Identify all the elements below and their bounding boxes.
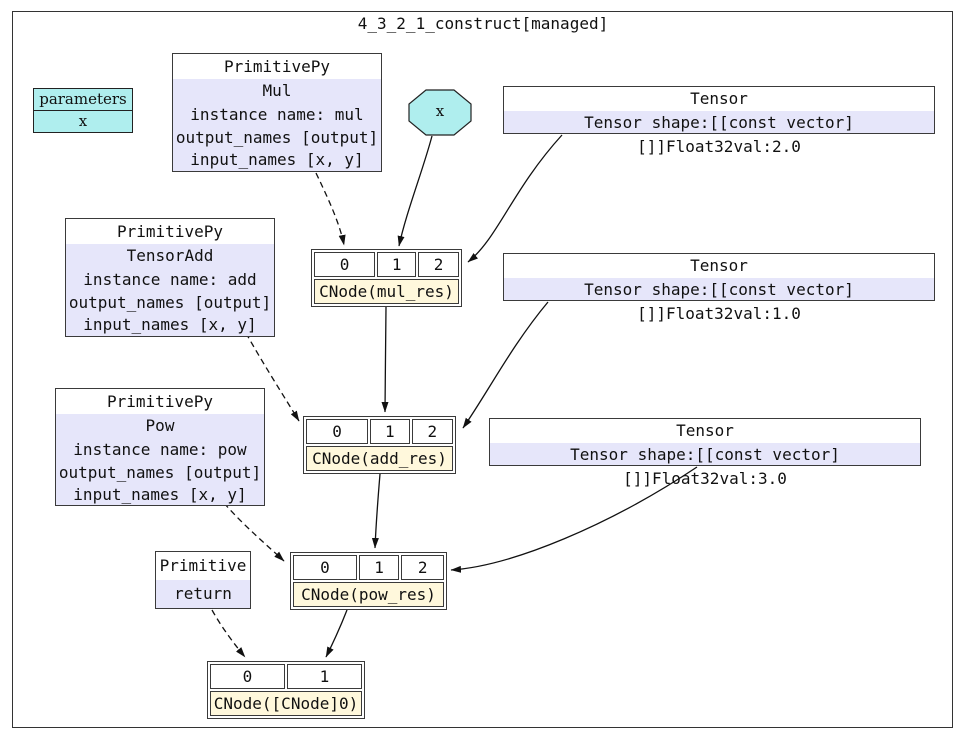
primitive-add-type: PrimitivePy xyxy=(66,219,274,244)
tensor-2.0-value: Tensor shape:[[const vector][]]Float32va… xyxy=(584,113,854,156)
node-primitive-mul: PrimitivePy Mul instance name: mul outpu… xyxy=(172,53,382,172)
mul-res-port-0: 0 xyxy=(314,252,376,277)
node-cnode-output: 0 1 CNode([CNode]0) xyxy=(207,661,365,719)
parameter-row-x: x xyxy=(34,110,132,132)
pow-res-port-0: 0 xyxy=(293,555,357,580)
tensor-3.0-value: Tensor shape:[[const vector][]]Float32va… xyxy=(570,445,840,488)
node-parameter-x: x xyxy=(408,89,472,136)
primitive-pow-type: PrimitivePy xyxy=(56,389,264,414)
node-tensor-2.0: Tensor Tensor shape:[[const vector][]]Fl… xyxy=(503,86,935,156)
node-tensor-3.0: Tensor Tensor shape:[[const vector][]]Fl… xyxy=(489,418,921,488)
tensor-1.0-value: Tensor shape:[[const vector][]]Float32va… xyxy=(584,280,854,323)
tensor-3.0-header: Tensor xyxy=(490,419,920,443)
graph-border-frame xyxy=(12,11,953,728)
primitive-pow-output-names: output_names [output] xyxy=(58,463,262,482)
add-res-port-0: 0 xyxy=(306,419,369,444)
parameter-x-label: x xyxy=(435,102,445,120)
node-cnode-add-res: 0 1 2 CNode(add_res) xyxy=(303,416,456,474)
node-tensor-1.0: Tensor Tensor shape:[[const vector][]]Fl… xyxy=(503,253,935,323)
mul-res-port-2: 2 xyxy=(418,252,459,277)
primitive-pow-instance: instance name: pow xyxy=(73,440,247,459)
mul-res-port-1: 1 xyxy=(377,252,417,277)
octagon-shape-icon xyxy=(408,89,472,136)
add-res-port-2: 2 xyxy=(411,419,453,444)
graph-title: 4_3_2_1_construct[managed] xyxy=(357,14,609,33)
primitive-mul-output-names: output_names [output] xyxy=(175,128,379,147)
node-cnode-mul-res: 0 1 2 CNode(mul_res) xyxy=(311,249,462,307)
pow-res-label: CNode(pow_res) xyxy=(293,582,444,607)
add-res-port-1: 1 xyxy=(370,419,410,444)
pow-res-port-2: 2 xyxy=(401,555,444,580)
pow-res-port-1: 1 xyxy=(358,555,400,580)
primitive-mul-name: Mul xyxy=(262,81,292,100)
primitive-return-name: return xyxy=(174,584,232,603)
primitive-add-input-names: input_names [x, y] xyxy=(83,315,257,334)
primitive-pow-input-names: input_names [x, y] xyxy=(73,485,247,504)
add-res-label: CNode(add_res) xyxy=(306,446,453,471)
primitive-add-output-names: output_names [output] xyxy=(68,293,272,312)
tensor-2.0-header: Tensor xyxy=(504,87,934,111)
primitive-pow-name: Pow xyxy=(145,416,175,435)
node-cnode-pow-res: 0 1 2 CNode(pow_res) xyxy=(290,552,447,610)
primitive-mul-instance: instance name: mul xyxy=(190,105,364,124)
primitive-add-instance: instance name: add xyxy=(83,270,257,289)
tensor-1.0-header: Tensor xyxy=(504,254,934,278)
output-label: CNode([CNode]0) xyxy=(210,691,362,716)
output-port-1: 1 xyxy=(287,664,362,689)
primitive-mul-input-names: input_names [x, y] xyxy=(190,150,364,169)
node-parameters-table: parameters x xyxy=(33,88,133,133)
node-primitive-return: Primitive return xyxy=(155,551,251,609)
output-port-0: 0 xyxy=(210,664,285,689)
parameters-header: parameters xyxy=(39,90,127,108)
primitive-add-name: TensorAdd xyxy=(126,246,214,265)
node-primitive-pow: PrimitivePy Pow instance name: pow outpu… xyxy=(55,388,265,506)
primitive-mul-type: PrimitivePy xyxy=(173,54,381,79)
primitive-return-type: Primitive xyxy=(156,552,250,580)
node-primitive-tensoradd: PrimitivePy TensorAdd instance name: add… xyxy=(65,218,275,337)
mul-res-label: CNode(mul_res) xyxy=(314,279,459,304)
